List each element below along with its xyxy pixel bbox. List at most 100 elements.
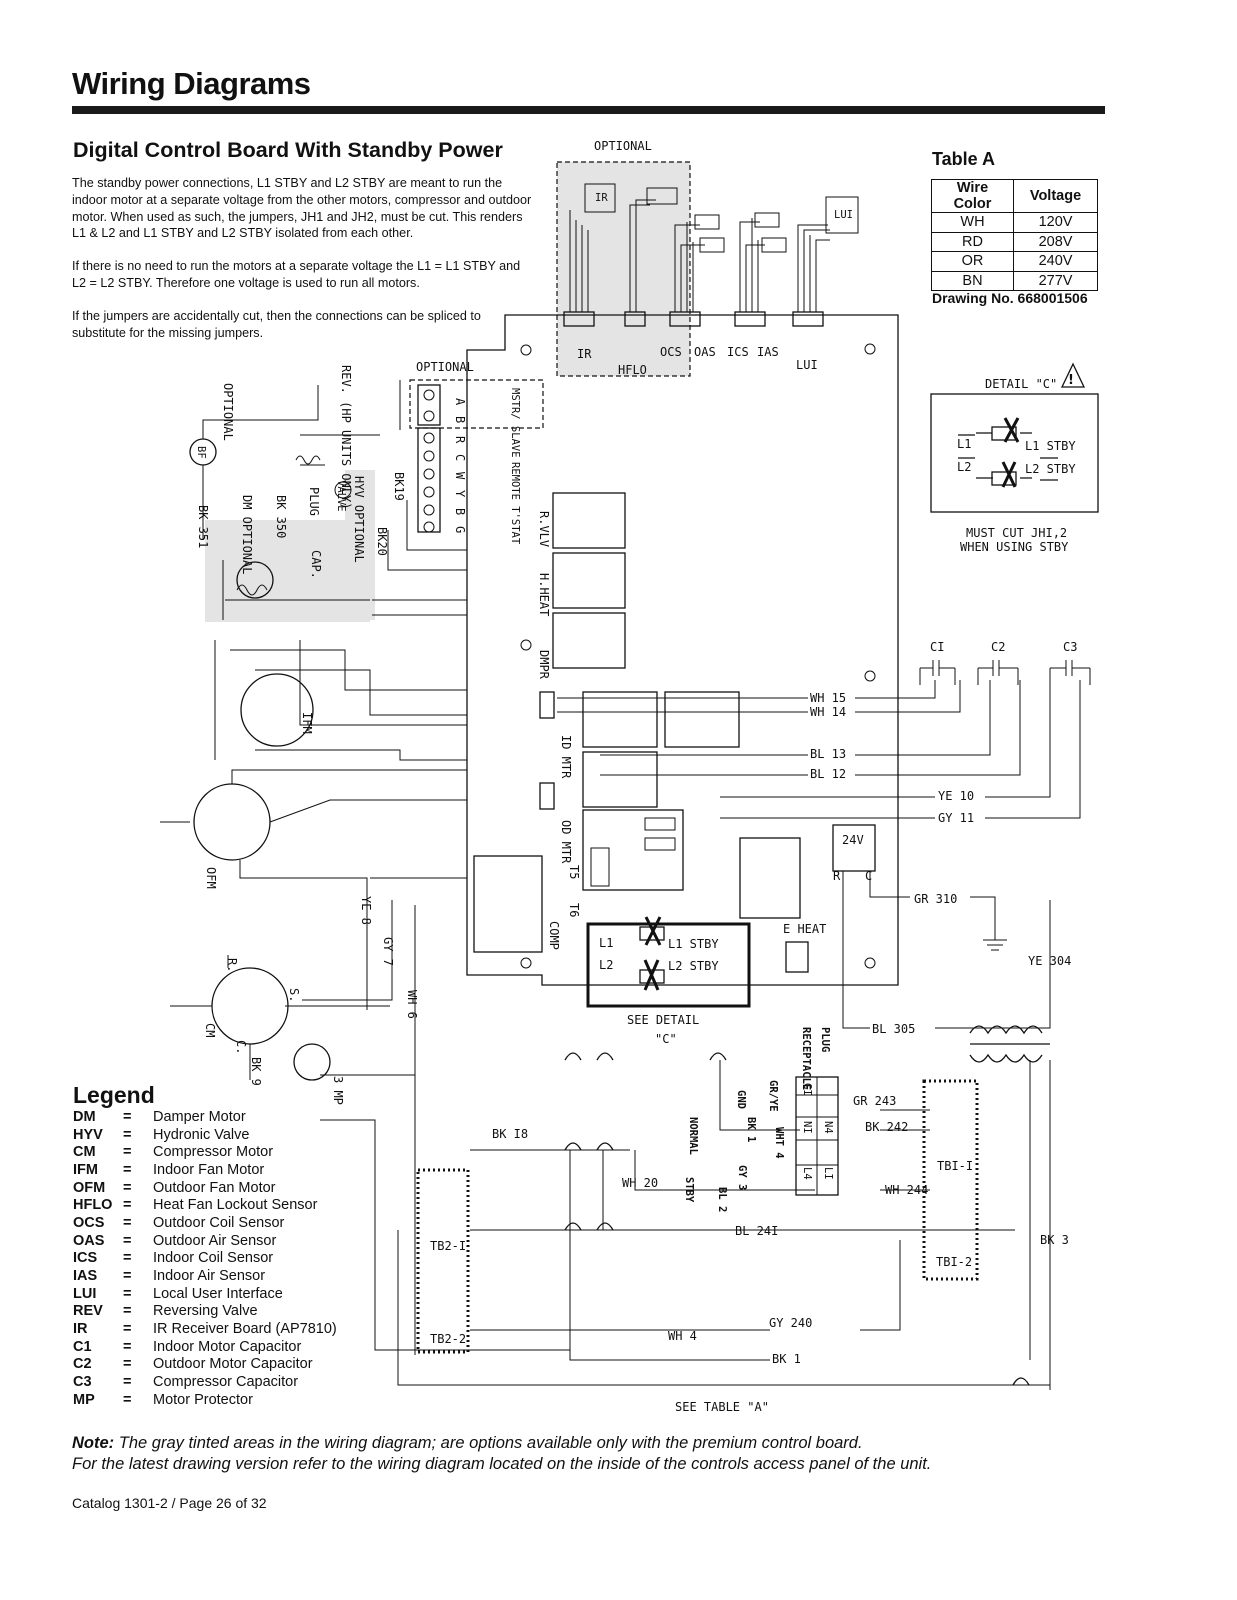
- legend-abbr: MP: [73, 1391, 95, 1408]
- tb12-label: TBI-2: [936, 1255, 972, 1269]
- legend-row: OCS=Outdoor Coil Sensor: [73, 1214, 337, 1232]
- bk20-label: BK20: [375, 527, 389, 556]
- note-text-2: For the latest drawing version refer to …: [72, 1455, 932, 1473]
- legend-row: OFM=Outdoor Fan Motor: [73, 1179, 337, 1197]
- table-header: Voltage: [1013, 179, 1098, 213]
- mount-hole: [520, 344, 532, 356]
- wire-bk18: BK I8: [492, 1127, 528, 1141]
- legend-abbr: C3: [73, 1374, 92, 1391]
- wire-gy7: GY 7: [381, 937, 395, 966]
- legend-desc: Damper Motor: [153, 1108, 246, 1125]
- sensor-label-oas: OAS: [694, 345, 716, 359]
- bf-label: BF: [195, 446, 207, 459]
- legend-desc: Indoor Fan Motor: [153, 1161, 265, 1178]
- board-l1stby: L1 STBY: [668, 937, 719, 951]
- mount-hole: [864, 670, 876, 682]
- left-harness: [160, 380, 467, 1080]
- tb21-label: TB2-I: [430, 1239, 466, 1253]
- legend-row: IR=IR Receiver Board (AP7810): [73, 1320, 337, 1338]
- label-24v: 24V: [842, 833, 864, 847]
- note-text-1: The gray tinted areas in the wiring diag…: [114, 1434, 863, 1452]
- wire-label: GY 11: [938, 811, 974, 825]
- legend-row: OAS = Outdoor Air Sensor: [73, 1232, 337, 1250]
- legend-desc: Motor Protector: [153, 1391, 253, 1408]
- terminal-block-tb1: [922, 1079, 979, 1281]
- tstat-label: B: [453, 508, 467, 515]
- see-detail-line2: "C": [655, 1032, 677, 1046]
- wire-label: BL 12: [810, 767, 846, 781]
- legend-desc: Heat Fan Lockout Sensor: [153, 1197, 318, 1214]
- optional-label-mid: OPTIONAL: [416, 360, 474, 374]
- sensor-label-ocs: OCS: [660, 345, 682, 359]
- label-c: C: [865, 869, 872, 883]
- legend-abbr: IFM: [73, 1161, 98, 1178]
- board-cut-marks: [643, 916, 662, 991]
- wire-gr243: GR 243: [853, 1094, 896, 1108]
- plug-pin: N4: [822, 1121, 834, 1134]
- legend-equals: =: [123, 1126, 132, 1143]
- plug-pin: NI: [801, 1121, 813, 1134]
- detail-c-title: DETAIL "C": [985, 377, 1057, 391]
- terminal-block-tb2: [416, 1168, 470, 1354]
- table-cell: BN: [931, 270, 1014, 291]
- legend-abbr: HYV: [73, 1126, 103, 1143]
- sensor-label-lui: LUI: [796, 358, 818, 372]
- tb22-label: TB2-2: [430, 1332, 466, 1346]
- bk350-label: BK 350: [274, 495, 288, 538]
- board-jh2: [639, 969, 665, 984]
- ir-board-label: IR: [595, 192, 608, 204]
- legend-equals: =: [123, 1356, 132, 1373]
- cm-s-label: S.: [287, 988, 301, 1002]
- ofm-label: OFM: [204, 867, 218, 889]
- legend-desc: Outdoor Coil Sensor: [153, 1214, 285, 1231]
- optional-dm-area: [205, 520, 370, 622]
- sensor-label-ics: ICS: [727, 345, 749, 359]
- legend-equals: =: [123, 1391, 132, 1408]
- motor-protector-icon: [293, 1043, 331, 1081]
- legend-desc: Outdoor Fan Motor: [153, 1179, 276, 1196]
- legend-desc: Outdoor Motor Capacitor: [153, 1356, 313, 1373]
- detail-c-cut-marks: [1001, 417, 1020, 488]
- footer: Catalog 1301-2 / Page 26 of 32: [72, 1495, 267, 1511]
- legend-abbr: DM: [73, 1108, 96, 1125]
- note-line-1: Note: The gray tinted areas in the wirin…: [72, 1433, 931, 1454]
- intro-text: The standby power connections, L1 STBY a…: [72, 175, 532, 357]
- legend-abbr: OAS: [73, 1232, 105, 1249]
- thermostat-terminals: [417, 384, 441, 533]
- cm-label: CM: [203, 1023, 217, 1037]
- legend-desc: Outdoor Air Sensor: [153, 1232, 277, 1249]
- wire-bk242: BK 242: [865, 1120, 908, 1134]
- optional-label: OPTIONAL: [594, 139, 652, 153]
- wire-bl241: BL 24I: [735, 1224, 778, 1238]
- hyv-label: HYV OPTIONAL: [352, 476, 366, 563]
- plug-rot-label: PLUG: [307, 487, 321, 516]
- must-cut-line2: WHEN USING STBY: [960, 540, 1069, 554]
- wire-gy240: GY 240: [769, 1316, 812, 1330]
- legend-row: HFLO=Heat Fan Lockout Sensor: [73, 1196, 337, 1214]
- legend-equals: =: [123, 1374, 132, 1391]
- relay-label-idmtr: ID MTR: [559, 735, 573, 779]
- legend-equals: =: [123, 1285, 132, 1302]
- plug-pin: LI: [822, 1167, 834, 1180]
- label-r: R: [833, 869, 841, 883]
- intro-paragraph: If there is no need to run the motors at…: [72, 259, 521, 290]
- wire-bk9: BK 9: [249, 1057, 263, 1086]
- damper-motor-icon: [236, 561, 274, 599]
- wire-ye8: YE 8: [359, 896, 373, 925]
- legend-equals: =: [123, 1232, 132, 1249]
- tstat-label: C: [453, 454, 467, 461]
- relay-blocks: [473, 492, 809, 973]
- ifm-motor-icon: [240, 673, 314, 747]
- board-l1: L1: [599, 936, 613, 950]
- wire-wh20: WH 20: [622, 1176, 658, 1190]
- legend-equals: =: [123, 1197, 132, 1214]
- page-title: Wiring Diagrams: [72, 66, 311, 101]
- warning-icon-mark: !: [1068, 373, 1074, 388]
- optional-sensor-area: [557, 162, 690, 376]
- detail-c-l2: L2: [957, 460, 971, 474]
- relay-label-hheat: H.HEAT: [537, 573, 551, 616]
- detail-c-l2stby: L2 STBY: [1025, 462, 1076, 476]
